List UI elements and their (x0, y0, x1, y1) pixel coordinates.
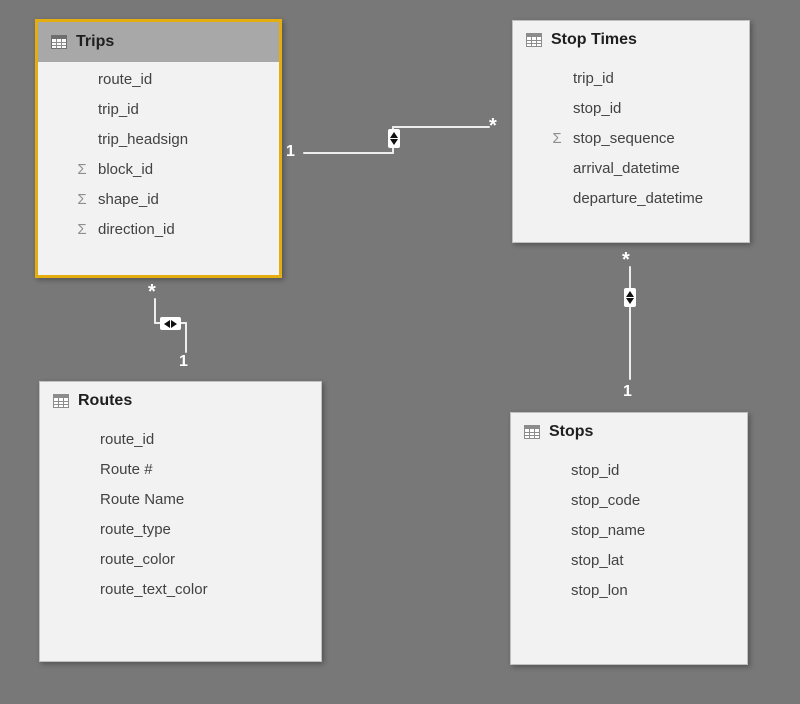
field-list: route_id Route # Route Name route_type r… (40, 420, 321, 605)
field-row[interactable]: stop_id (513, 94, 749, 124)
field-row[interactable]: stop_lon (511, 576, 747, 606)
field-label: route_id (100, 431, 155, 448)
table-title: Stop Times (551, 31, 637, 48)
field-row[interactable]: route_type (40, 515, 321, 545)
table-icon (53, 394, 69, 408)
field-row[interactable]: route_id (38, 65, 279, 95)
relationship-line-routes-trips[interactable] (154, 298, 156, 324)
table-header-stops[interactable]: Stops (511, 413, 747, 451)
field-row[interactable]: trip_id (38, 95, 279, 125)
table-card-routes[interactable]: Routes route_id Route # Route Name route… (39, 381, 322, 662)
field-row[interactable]: stop_lat (511, 546, 747, 576)
table-header-routes[interactable]: Routes (40, 382, 321, 420)
field-label: route_type (100, 521, 171, 538)
field-row[interactable]: Route # (40, 455, 321, 485)
field-row[interactable]: departure_datetime (513, 184, 749, 214)
cardinality-many-label: * (622, 249, 630, 271)
field-label: stop_id (573, 100, 622, 117)
table-title: Trips (76, 33, 115, 50)
table-icon (524, 425, 540, 439)
field-label: trip_headsign (98, 131, 189, 148)
arrow-down-icon (626, 298, 634, 304)
table-header-trips[interactable]: Trips (38, 22, 279, 62)
cardinality-many-label: * (148, 281, 156, 303)
cross-filter-both-icon[interactable] (388, 129, 400, 148)
relationship-line-trips-stoptimes[interactable] (303, 152, 394, 154)
cardinality-one-label: 1 (623, 383, 632, 400)
field-label: stop_sequence (573, 130, 675, 147)
arrow-up-icon (626, 291, 634, 297)
field-label: stop_name (571, 522, 646, 539)
field-row[interactable]: stop_id (511, 456, 747, 486)
table-icon (526, 33, 542, 47)
cardinality-many-label: * (489, 115, 497, 137)
cardinality-one-label: 1 (179, 353, 188, 370)
field-label: stop_code (571, 492, 641, 509)
table-header-stop-times[interactable]: Stop Times (513, 21, 749, 59)
field-label: stop_lon (571, 582, 628, 599)
field-row[interactable]: route_text_color (40, 575, 321, 605)
cardinality-one-label: 1 (286, 143, 295, 160)
cross-filter-both-icon[interactable] (160, 317, 181, 330)
field-label: route_color (100, 551, 176, 568)
relationship-line-routes-trips[interactable] (185, 322, 187, 353)
field-label: trip_id (573, 70, 614, 87)
field-row[interactable]: stop_code (511, 486, 747, 516)
field-row[interactable]: route_color (40, 545, 321, 575)
field-row[interactable]: Route Name (40, 485, 321, 515)
field-label: stop_id (571, 462, 620, 479)
field-label: departure_datetime (573, 190, 704, 207)
table-title: Stops (549, 423, 594, 440)
field-label: Route Name (100, 491, 185, 508)
field-label: route_id (98, 71, 153, 88)
field-row[interactable]: route_id (40, 425, 321, 455)
field-row[interactable]: trip_id (513, 64, 749, 94)
relationship-line-trips-stoptimes[interactable] (392, 126, 490, 128)
arrow-right-icon (171, 319, 177, 328)
field-label: stop_lat (571, 552, 624, 569)
field-row[interactable]: trip_headsign (38, 125, 279, 155)
cross-filter-both-icon[interactable] (624, 288, 636, 307)
field-row[interactable]: arrival_datetime (513, 154, 749, 184)
field-label: block_id (98, 161, 154, 178)
field-label: direction_id (98, 221, 175, 238)
sum-icon: Σ (552, 130, 562, 147)
sum-icon: Σ (77, 221, 87, 238)
field-label: shape_id (98, 191, 159, 208)
field-row[interactable]: stop_name (511, 516, 747, 546)
field-label: arrival_datetime (573, 160, 680, 177)
arrow-up-icon (390, 132, 398, 138)
arrow-left-icon (164, 319, 170, 328)
sum-icon: Σ (77, 161, 87, 178)
field-list: stop_id stop_code stop_name stop_lat sto… (511, 451, 747, 606)
sum-icon: Σ (77, 191, 87, 208)
table-title: Routes (78, 392, 133, 409)
table-card-stops[interactable]: Stops stop_id stop_code stop_name stop_l… (510, 412, 748, 665)
relationship-line-stops-stoptimes[interactable] (629, 266, 631, 380)
field-label: route_text_color (100, 581, 208, 598)
field-label: Route # (100, 461, 153, 478)
table-icon (51, 35, 67, 49)
field-label: trip_id (98, 101, 139, 118)
arrow-down-icon (390, 139, 398, 145)
